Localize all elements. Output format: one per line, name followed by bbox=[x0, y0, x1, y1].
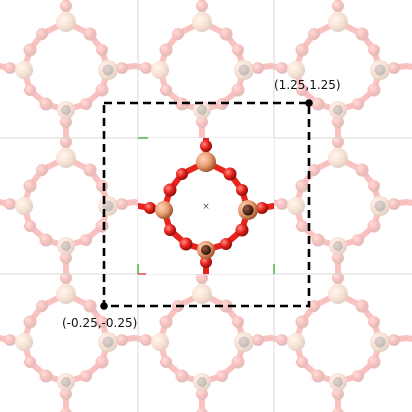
selection-handle-top-right[interactable] bbox=[305, 99, 313, 107]
axis-indicator bbox=[137, 137, 275, 275]
top-right-coordinate-label: (1.25,1.25) bbox=[274, 78, 341, 92]
bottom-left-coordinate-label: (-0.25,-0.25) bbox=[62, 316, 138, 330]
unit-cell-structure bbox=[138, 138, 274, 274]
selection-handle-bottom-left[interactable] bbox=[100, 302, 108, 310]
center-marker: × bbox=[202, 202, 210, 212]
selection-box[interactable] bbox=[102, 101, 311, 308]
